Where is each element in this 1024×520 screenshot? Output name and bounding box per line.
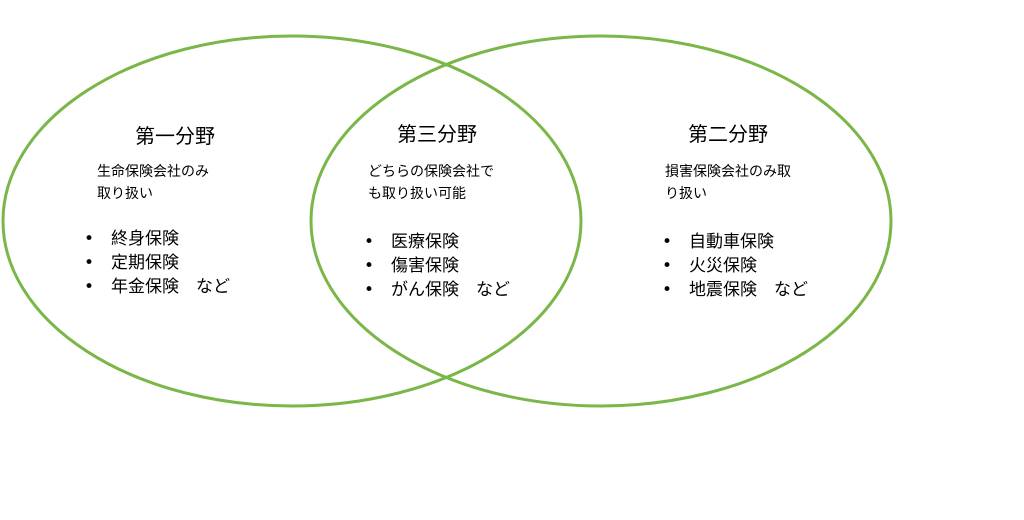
- field-2-description: 損害保険会社のみ取 り扱い: [665, 161, 791, 205]
- field-3-description-line: どちらの保険会社で: [368, 164, 494, 180]
- field-2-title: 第二分野: [688, 122, 768, 146]
- field-1-description: 生命保険会社のみ 取り扱い: [97, 161, 209, 205]
- field-2-description-line: 損害保険会社のみ取: [665, 164, 791, 180]
- field-3-title: 第三分野: [397, 122, 477, 146]
- list-item: がん保険 など: [364, 278, 510, 302]
- field-3-description: どちらの保険会社で も取り扱い可能: [368, 161, 494, 205]
- non-life-insurance-circle: [309, 34, 893, 408]
- field-1-description-line: 生命保険会社のみ: [97, 164, 209, 180]
- life-insurance-circle: [1, 34, 583, 408]
- list-item: 火災保険: [662, 254, 808, 278]
- field-3-item-list: 医療保険 傷害保険 がん保険 など: [364, 230, 510, 302]
- list-item: 傷害保険: [364, 254, 510, 278]
- field-2-item-list: 自動車保険 火災保険 地震保険 など: [662, 230, 808, 302]
- field-1-title: 第一分野: [135, 124, 215, 148]
- field-3-description-line: も取り扱い可能: [368, 186, 466, 202]
- list-item: 医療保険: [364, 230, 510, 254]
- list-item: 終身保険: [84, 227, 230, 251]
- field-1-description-line: 取り扱い: [97, 186, 153, 202]
- list-item: 定期保険: [84, 251, 230, 275]
- list-item: 地震保険 など: [662, 278, 808, 302]
- field-1-item-list: 終身保険 定期保険 年金保険 など: [84, 227, 230, 299]
- list-item: 年金保険 など: [84, 275, 230, 299]
- field-2-description-line: り扱い: [665, 186, 707, 202]
- list-item: 自動車保険: [662, 230, 808, 254]
